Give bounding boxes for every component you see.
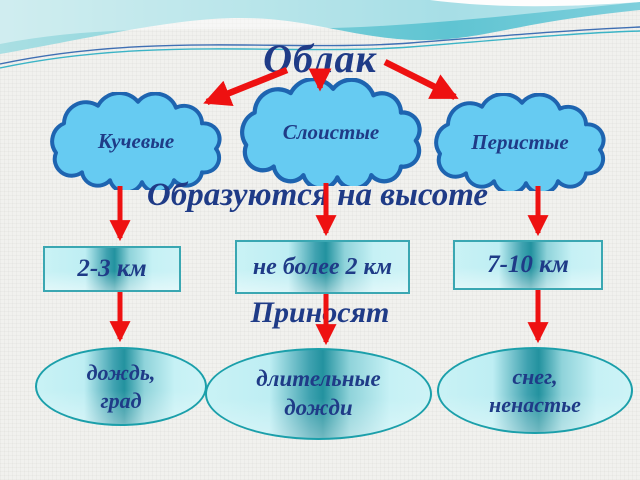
height-box-cirrus: 7-10 км xyxy=(453,240,603,290)
slide-title: Облак xyxy=(263,36,377,81)
cloud-cirrus: Перистые xyxy=(420,93,620,191)
wave-highlight-shape xyxy=(0,0,640,44)
height-box-stratus-label: не более 2 км xyxy=(252,253,393,280)
wave-band-shape xyxy=(0,0,640,54)
heading-bring: Приносят xyxy=(250,296,390,329)
effect-cumulus-line1: дождь, xyxy=(86,360,156,385)
height-box-cirrus-label: 7-10 км xyxy=(487,251,569,278)
height-box-cumulus-label: 2-3 км xyxy=(77,255,147,282)
height-box-stratus: не более 2 км xyxy=(235,240,410,294)
wave-line-teal xyxy=(0,30,640,69)
wave-line-blue xyxy=(0,26,640,65)
cloud-cumulus: Кучевые xyxy=(36,92,236,190)
effect-cirrus-line2: ненастье xyxy=(489,391,581,417)
cloud-stratus-label: Слоистые xyxy=(282,119,380,144)
cloud-cirrus-label: Перистые xyxy=(471,129,569,154)
heading-form-at-height: Образуются на высоте xyxy=(146,177,489,213)
effect-stratus-line1: длительные xyxy=(256,366,381,392)
effect-ellipse-cirrus: снег, ненастье xyxy=(437,347,633,434)
effect-ellipse-stratus: длительные дожди xyxy=(205,348,432,440)
top-wave-decoration xyxy=(0,0,640,69)
effect-ellipse-cumulus: дождь, град xyxy=(35,347,207,426)
cloud-cumulus-label: Кучевые xyxy=(97,128,175,153)
cloud-stratus: Слоистые xyxy=(225,78,437,186)
effect-cirrus-line1: снег, xyxy=(512,364,558,389)
cloud-shape-icon xyxy=(240,78,422,186)
height-box-cumulus: 2-3 км xyxy=(43,246,181,292)
wave-corner-white xyxy=(430,0,640,7)
effect-stratus-line2: дожди xyxy=(284,395,353,420)
cloud-shape-icon xyxy=(434,93,606,191)
effect-cumulus-line2: град xyxy=(100,387,142,413)
cloud-shape-icon xyxy=(50,92,222,190)
